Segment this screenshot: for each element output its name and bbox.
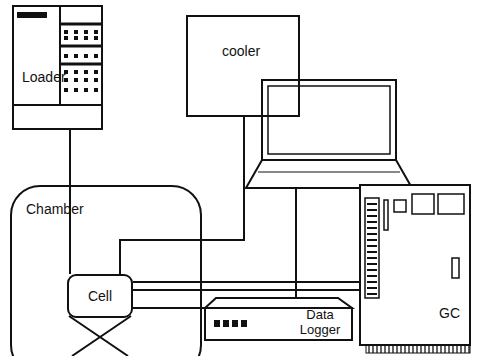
node-label: Data Logger: [291, 308, 349, 338]
node-label: cooler: [222, 43, 298, 59]
node-label: GC: [439, 305, 460, 321]
node-label: Cell: [88, 288, 112, 304]
loader-rack: [12, 5, 103, 105]
node-label: Chamber: [26, 201, 200, 217]
cooler-box: cooler: [186, 15, 300, 117]
connector-wire: [120, 117, 244, 274]
loader-buttons: [64, 30, 98, 92]
stand: [69, 316, 131, 356]
cell-box: Cell: [67, 274, 133, 318]
connector-wire: [133, 281, 360, 283]
data-logger: Data Logger: [205, 298, 352, 340]
chamber-box: ChamberCell: [10, 185, 202, 356]
connector-wire: [133, 307, 205, 309]
loader-box: Loader: [12, 5, 103, 130]
gc-instrument: [360, 185, 470, 353]
node-label: Loader: [22, 69, 101, 85]
laptop-computer: [246, 80, 412, 188]
connector-wire: [133, 289, 360, 291]
gc-box: GC: [360, 185, 470, 345]
data-logger-box: [205, 298, 352, 340]
